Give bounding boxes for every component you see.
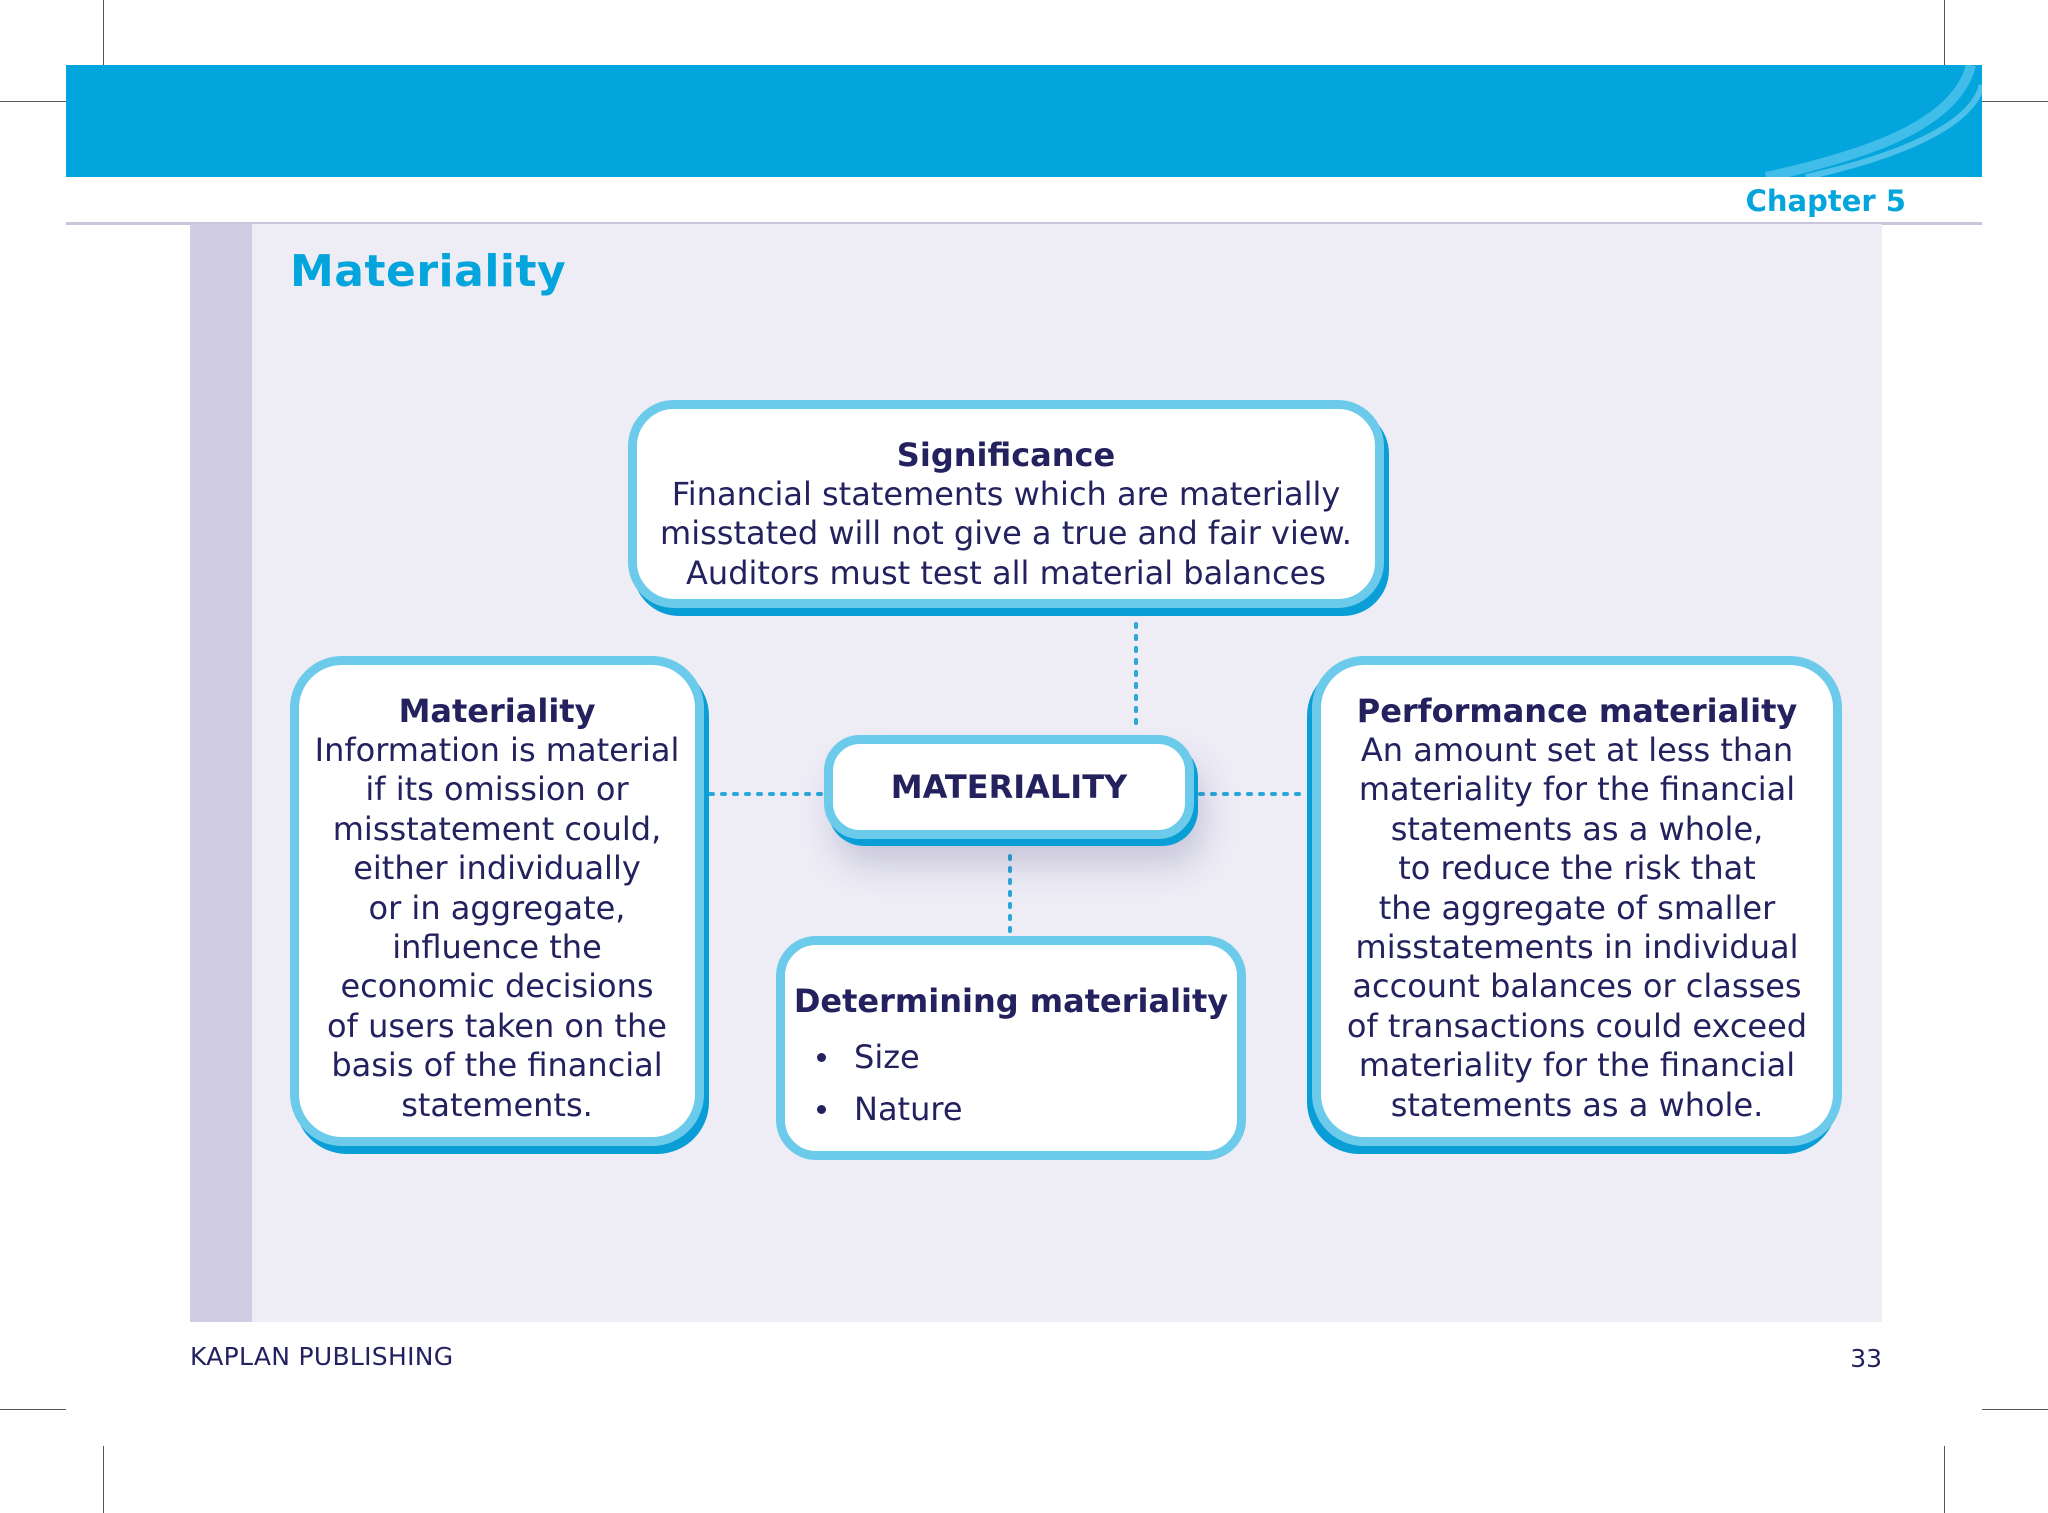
determining-materiality-title: Determining materiality xyxy=(793,982,1229,1020)
center-materiality-box: MATERIALITY xyxy=(824,735,1194,839)
crop-mark xyxy=(1982,1409,2048,1410)
center-materiality-label: MATERIALITY xyxy=(890,768,1128,806)
crop-mark xyxy=(103,1446,104,1513)
crop-mark xyxy=(0,101,66,102)
significance-title: Significance xyxy=(896,436,1116,474)
performance-materiality-box: Performance materiality An amount set at… xyxy=(1312,656,1842,1146)
determining-materiality-list: Size Nature xyxy=(785,1031,1237,1135)
materiality-definition-text: Information is material if its omission … xyxy=(314,731,680,1124)
crop-mark xyxy=(0,1409,66,1410)
footer-publisher: KAPLAN PUBLISHING xyxy=(190,1342,454,1371)
bullet-dot-icon xyxy=(817,1104,826,1114)
crop-mark xyxy=(1944,0,1945,65)
list-item: Nature xyxy=(817,1083,1237,1135)
materiality-definition-box: Materiality Information is material if i… xyxy=(290,656,704,1146)
header-rule xyxy=(66,222,1982,225)
performance-materiality-title: Performance materiality xyxy=(1356,692,1798,730)
page-number: 33 xyxy=(1850,1344,1882,1373)
performance-materiality-text: An amount set at less than materiality f… xyxy=(1346,731,1808,1124)
chapter-label: Chapter 5 xyxy=(1745,184,1906,218)
crop-mark xyxy=(1944,1446,1945,1513)
bullet-dot-icon xyxy=(817,1052,826,1062)
header-swoosh xyxy=(1764,65,1982,177)
crop-mark xyxy=(103,0,104,65)
significance-box: Significance Financial statements which … xyxy=(628,400,1384,608)
panel-side-strip xyxy=(190,224,252,1322)
significance-text: Financial statements which are materiall… xyxy=(660,475,1352,592)
header-band xyxy=(66,65,1982,177)
determining-materiality-box: Determining materiality Size Nature xyxy=(776,936,1246,1160)
list-item: Size xyxy=(817,1031,1237,1083)
crop-mark xyxy=(1982,101,2048,102)
materiality-definition-title: Materiality xyxy=(398,692,596,730)
page-title: Materiality xyxy=(290,246,567,297)
